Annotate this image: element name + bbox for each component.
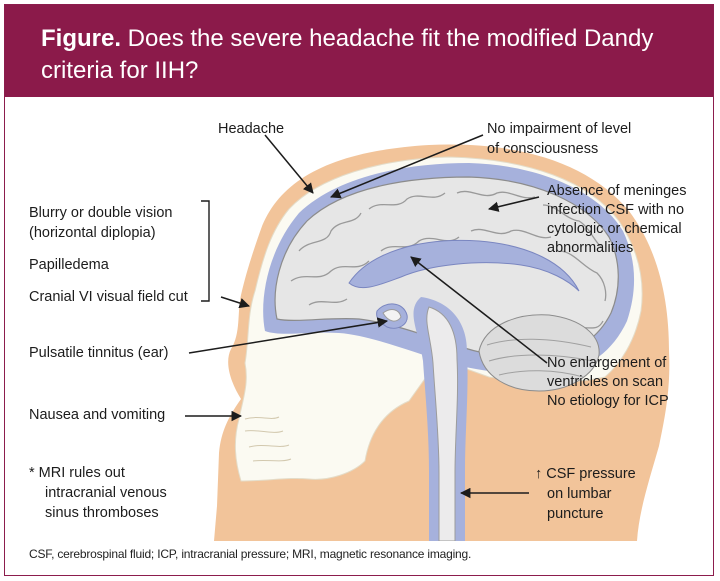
label-csf-2: on lumbar — [547, 486, 612, 502]
label-vision-2: (horizontal diplopia) — [29, 225, 156, 241]
ventricle — [348, 239, 580, 292]
label-mri-3: sinus thromboses — [45, 505, 159, 521]
label-consciousness-1: No impairment of level — [487, 121, 631, 137]
label-mri-2: intracranial venous — [45, 485, 167, 501]
teeth — [244, 416, 292, 462]
label-ventricles-1: No enlargement of — [547, 355, 667, 371]
head-diagram: Headache No impairment of level of consc… — [29, 121, 686, 541]
label-cranial: Cranial VI visual field cut — [29, 289, 188, 305]
figure-frame: Figure. Does the severe headache fit the… — [4, 4, 714, 576]
arrow-ventricles — [410, 256, 548, 364]
figure-footnote: CSF, cerebrospinal fluid; ICP, intracran… — [29, 547, 472, 561]
arrow-meninges — [487, 196, 540, 212]
label-ventricles-2: ventricles on scan — [547, 374, 663, 390]
label-mri-1: * MRI rules out — [29, 465, 125, 481]
arrow-headache — [264, 134, 314, 194]
spinal-cord — [426, 306, 459, 541]
figure-title-text: Does the severe headache fit the modifie… — [41, 25, 654, 84]
label-consciousness-2: of consciousness — [487, 141, 598, 157]
label-meninges-2: infection CSF with no — [547, 202, 684, 218]
arrow-tinnitus — [188, 317, 389, 354]
label-headache: Headache — [218, 121, 284, 137]
figure-header: Figure. Does the severe headache fit the… — [5, 5, 713, 97]
label-csf-1: ↑ CSF pressure — [535, 466, 636, 482]
figure-title: Figure. Does the severe headache fit the… — [41, 23, 691, 87]
label-meninges-4: abnormalities — [547, 240, 633, 256]
arrow-consciousness — [330, 134, 484, 199]
label-papilledema: Papilledema — [29, 257, 110, 273]
label-vision-1: Blurry or double vision — [29, 205, 172, 221]
label-nausea: Nausea and vomiting — [29, 407, 165, 423]
label-meninges-1: Absence of meninges — [547, 183, 686, 199]
label-ventricles-3: No etiology for ICP — [547, 393, 669, 409]
vision-bracket — [201, 200, 210, 302]
label-meninges-3: cytologic or chemical — [547, 221, 682, 237]
figure-title-lead: Figure. — [41, 25, 122, 52]
arrow-vision — [220, 296, 250, 309]
label-csf-3: puncture — [547, 506, 603, 522]
label-tinnitus: Pulsatile tinnitus (ear) — [29, 345, 168, 361]
